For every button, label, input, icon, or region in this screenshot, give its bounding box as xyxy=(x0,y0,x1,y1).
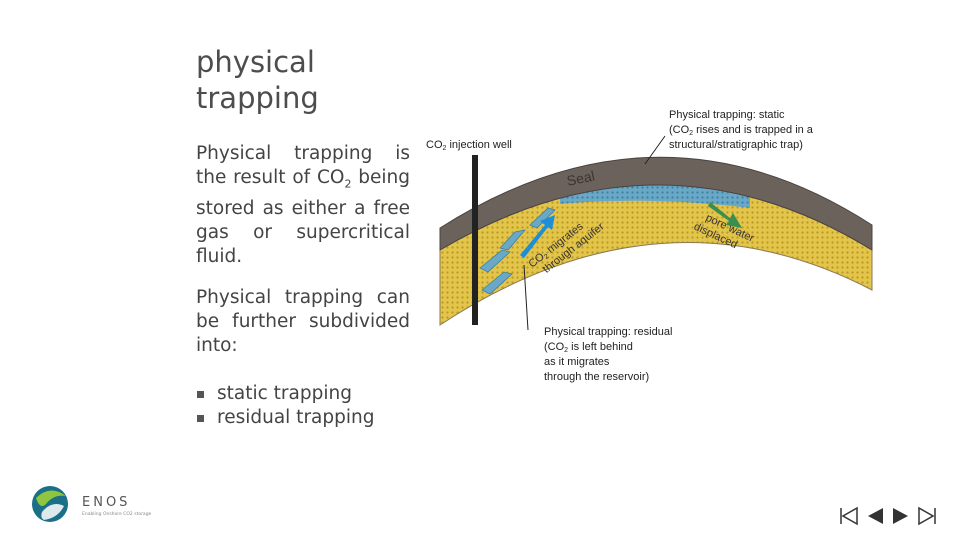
enos-logo-icon xyxy=(32,486,68,522)
paragraph-definition-text: Physical trapping is the result of CO xyxy=(196,143,410,188)
injection-well xyxy=(472,155,478,325)
residual-co2-blob xyxy=(479,249,511,273)
residual-co2-blob xyxy=(499,229,527,251)
physical-trapping-diagram: CO2 injection well Physical trapping: st… xyxy=(426,109,873,383)
paragraph-definition-end: being stored as either a free gas or sup… xyxy=(196,167,410,267)
bullet-text: static trapping xyxy=(217,383,352,404)
slide-title: physical trapping xyxy=(196,44,456,116)
residual-leader-line xyxy=(523,264,529,331)
residual-co2-blob xyxy=(529,207,556,229)
slide-navigation xyxy=(838,505,938,527)
title-line-1: physical xyxy=(196,45,315,79)
subscript-2: 2 xyxy=(344,177,352,191)
paragraph-definition: Physical trapping is the result of CO2 b… xyxy=(196,142,410,269)
bullet-list: static trapping residual trapping xyxy=(196,382,374,430)
seal-label: Seal xyxy=(565,167,596,188)
pore-water-arrow xyxy=(708,202,742,228)
injection-well-label: CO2 injection well xyxy=(426,139,512,152)
next-icon[interactable] xyxy=(890,505,912,527)
skip-to-first-icon[interactable] xyxy=(838,505,860,527)
bullet-square-icon xyxy=(197,414,204,422)
seal-layer xyxy=(439,156,873,251)
static-trapping-label: Physical trapping: static (CO2 rises and… xyxy=(669,109,816,151)
logo-name: ENOS xyxy=(82,495,131,510)
aquifer-label: Aquifer xyxy=(808,285,850,300)
previous-icon[interactable] xyxy=(864,505,886,527)
title-line-2: trapping xyxy=(196,81,319,115)
co2-migration-arrow xyxy=(520,215,555,258)
static-leader-line xyxy=(644,135,666,165)
residual-trapping-label: Physical trapping: residual (CO2 is left… xyxy=(544,326,675,383)
skip-to-last-icon[interactable] xyxy=(916,505,938,527)
bullet-item: residual trapping xyxy=(196,406,374,430)
residual-co2-blob xyxy=(481,271,513,295)
paragraph-subdivision: Physical trapping can be further subdivi… xyxy=(196,287,410,356)
bullet-square-icon xyxy=(197,390,204,398)
bullet-item: static trapping xyxy=(196,382,374,406)
logo-subtitle: Enabling Onshore CO2 storage xyxy=(82,512,152,517)
bullet-text: residual trapping xyxy=(217,407,375,428)
